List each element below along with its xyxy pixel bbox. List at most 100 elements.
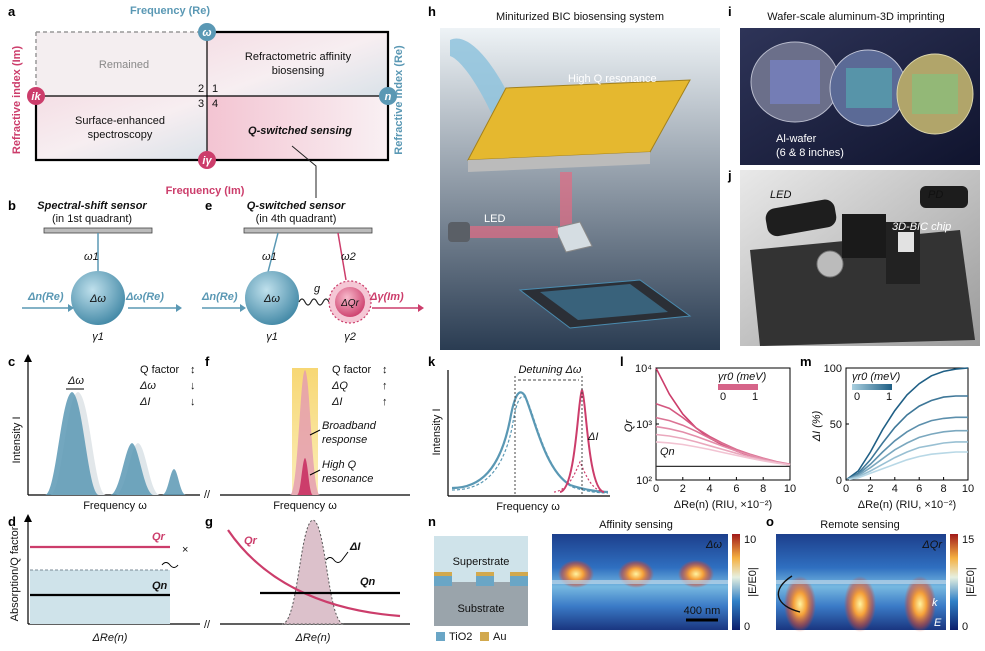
n-substrate: [434, 582, 528, 626]
f-note1-line2: response: [322, 434, 367, 446]
panel-label-g: g: [205, 514, 213, 529]
j-bic-chip: [898, 232, 914, 252]
panel_m-xtick-0: 0: [843, 483, 849, 495]
panel-label-m: m: [800, 354, 812, 369]
m-legend-min: 0: [854, 391, 860, 403]
panel_l-xtick-5: 10: [784, 483, 796, 495]
panel_l-series-4: [655, 425, 791, 466]
n-au-1: [434, 572, 452, 576]
e-output-arrowhead: [418, 304, 424, 312]
m-ylabel: ΔI (%): [811, 410, 823, 442]
d-qr-label: Qr: [152, 531, 166, 543]
panel_m-xtick-4: 8: [941, 483, 947, 495]
quadrant-num-1: 1: [212, 83, 218, 95]
o-cb-max: 15: [962, 534, 974, 546]
l-series-group: [655, 367, 791, 467]
n-scale-label: 400 nm: [684, 605, 721, 617]
o-tag: ΔQr: [921, 539, 943, 551]
panel-b: b Spectral-shift sensor (in 1st quadrant…: [8, 198, 182, 343]
panel-label-h: h: [428, 4, 436, 19]
d-photon-wave: [161, 562, 179, 568]
i-chip-array-3: [912, 74, 958, 114]
o-colorbar: [950, 534, 958, 630]
k-narrow-resonance-shifted: [553, 460, 605, 493]
l-legend-min: 0: [720, 391, 726, 403]
h-led-beam: [466, 226, 558, 238]
e-title: Q-switched sensor: [247, 200, 346, 212]
b-subtitle: (in 1st quadrant): [52, 213, 132, 225]
f-arrow-1: ↕: [382, 364, 388, 376]
panel-d: d Absorption/Q factor Qr Qn × ΔRe(n) //: [8, 514, 211, 644]
e-spring: [298, 298, 330, 306]
quadrant-3-label-line1: Surface-enhanced: [75, 115, 165, 127]
j-led-housing: [765, 199, 837, 237]
panel-label-o: o: [766, 514, 774, 529]
panel-e: e Q-switched sensor (in 4th quadrant) ω1…: [201, 198, 424, 343]
panel-label-n: n: [428, 514, 436, 529]
g-delta-i: ΔI: [349, 541, 361, 553]
c-legend-1: Q factor: [140, 364, 179, 376]
panel_l-series-2: [655, 402, 791, 466]
quadrant-num-4: 4: [212, 98, 218, 110]
panel-o: o Remote sensing ΔQr k E 15 0 |E/E0|: [766, 514, 977, 633]
panel-j: j LED PD 3D-BIC chip: [727, 168, 980, 346]
quadrant-num-2: 2: [198, 83, 204, 95]
b-input-arrowhead: [68, 304, 74, 312]
quadrant-2-bg: [36, 32, 207, 96]
j-label-pd: PD: [928, 189, 943, 201]
axis-frequency-im: Frequency (Im): [166, 185, 245, 197]
m-legend-bar: [852, 384, 892, 390]
axis-refractive-im: Refractive index (Im): [11, 46, 23, 155]
h-beam-splitter: [554, 221, 593, 253]
m-series-group: [845, 367, 969, 481]
l-legend-max: 1: [752, 391, 758, 403]
n-cb-label: |E/E0|: [747, 567, 759, 597]
d-ylabel: Absorption/Q factor: [9, 526, 21, 621]
e-subtitle: (in 4th quadrant): [256, 213, 337, 225]
f-legend-1: Q factor: [332, 364, 371, 376]
b-output-label: Δω(Re): [125, 291, 164, 303]
node-igamma-label: iγ: [202, 155, 212, 167]
panel_l-xtick-2: 4: [707, 483, 713, 495]
panel-g: g Qr Qn ΔI ΔRe(n): [205, 514, 410, 644]
d-y-arrow: [24, 514, 32, 522]
e-output-label: Δγ(Im): [369, 291, 404, 303]
o-hotspot-2: [844, 576, 876, 632]
panel-label-e: e: [205, 198, 212, 213]
panel_m-series-6: [845, 451, 968, 481]
c-peak-1: [45, 392, 99, 495]
l-xlabel: ΔRe(n) (RIU, ×10⁻²): [674, 499, 772, 511]
m-legend-max: 1: [886, 391, 892, 403]
panel-label-k: k: [428, 354, 436, 369]
quadrant-3-label-line2: spectroscopy: [88, 129, 153, 141]
c-arrow-1: ↕: [190, 364, 196, 376]
d-absorption-area: [30, 570, 170, 624]
n-tag: Δω: [705, 539, 722, 551]
o-cb-min: 0: [962, 621, 968, 633]
k-broad-resonance: [451, 391, 609, 494]
panel-i: i Wafer-scale aluminum-3D imprinting Al-…: [728, 4, 980, 165]
n-tio2-2: [476, 576, 494, 586]
h-label-led: LED: [484, 213, 505, 225]
e-coupling-g: g: [314, 283, 321, 295]
node-ik: [27, 87, 45, 105]
c-ylabel: Intensity I: [11, 416, 23, 463]
f-peak-broad: [290, 370, 320, 495]
n-structure-line: [552, 580, 728, 584]
panel-a: a Frequency (Re) Frequency (Im) Refracti…: [8, 4, 405, 198]
c-xlabel: Frequency ω: [83, 500, 147, 512]
panel-k: k Intensity I Frequency ω Detuning Δω ΔI: [428, 354, 610, 513]
d-qn-label: Qn: [152, 580, 168, 592]
b-mirror: [43, 227, 153, 234]
g-xlabel: ΔRe(n): [295, 632, 331, 644]
i-chip-array-2: [846, 68, 892, 108]
k-detuning-label: Detuning Δω: [518, 364, 581, 376]
panel-f: f Frequency ω Q factor ΔQ ΔI ↕ ↑ ↑ Broad…: [205, 354, 410, 512]
o-structure-line: [776, 580, 946, 584]
f-arrow-3: ↑: [382, 396, 388, 408]
n-map-title: Affinity sensing: [599, 519, 673, 531]
i-wafer-3: [896, 53, 974, 135]
c-axis-break: //: [204, 489, 211, 501]
e-resonator-1: [245, 271, 299, 325]
